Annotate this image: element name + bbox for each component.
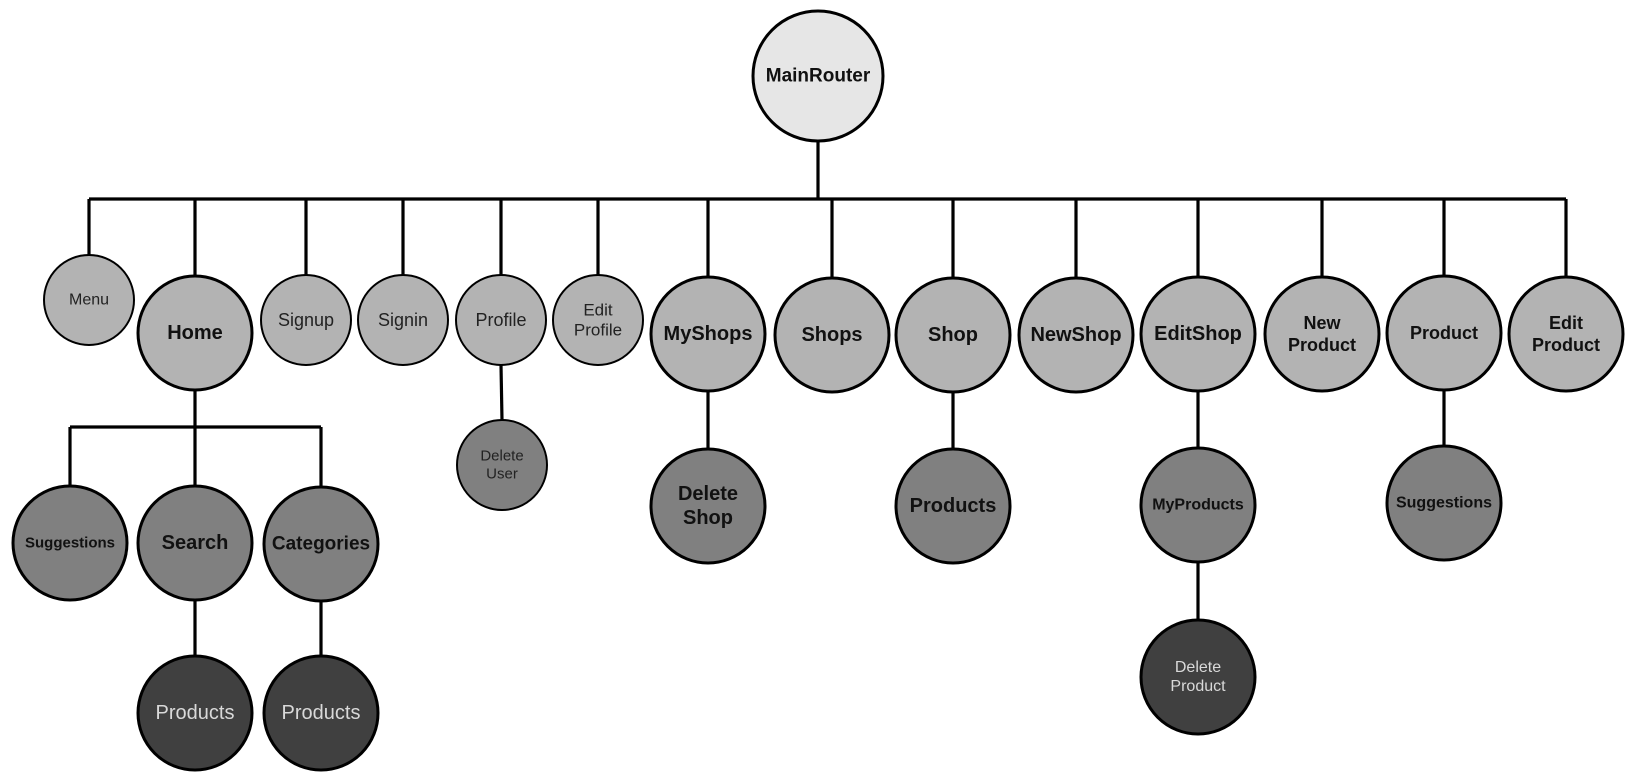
node-signup: Signup <box>260 274 352 366</box>
node-myproducts: MyProducts <box>1139 446 1257 564</box>
node-circle <box>1139 446 1257 564</box>
node-shops: Shops <box>773 276 891 394</box>
node-circle <box>136 274 254 392</box>
node-label: Product <box>1170 678 1226 695</box>
node-circle <box>136 654 254 772</box>
node-label: Suggestions <box>1396 495 1492 512</box>
node-circle <box>1139 618 1257 736</box>
node-label: Shop <box>928 324 978 346</box>
node-label: MyProducts <box>1152 497 1244 514</box>
node-product: Product <box>1385 274 1503 392</box>
node-circle <box>649 275 767 393</box>
node-editshop: EditShop <box>1139 275 1257 393</box>
node-circle <box>260 274 352 366</box>
node-label: Search <box>162 532 229 554</box>
node-circle <box>649 447 767 565</box>
node-circle <box>773 276 891 394</box>
node-label: User <box>486 466 518 483</box>
node-home-suggestions: Suggestions <box>11 484 129 602</box>
node-circle <box>43 254 135 346</box>
node-categories: Categories <box>262 485 380 603</box>
node-label: Signup <box>278 310 334 330</box>
node-label: New <box>1303 313 1341 333</box>
node-circle <box>455 274 547 366</box>
node-circle <box>1385 444 1503 562</box>
node-circle <box>1139 275 1257 393</box>
node-signin: Signin <box>357 274 449 366</box>
node-label: Profile <box>574 321 622 340</box>
node-mainrouter: MainRouter <box>751 9 885 143</box>
node-circle <box>894 276 1012 394</box>
node-menu: Menu <box>43 254 135 346</box>
node-circle <box>262 654 380 772</box>
node-label: Edit <box>583 300 613 319</box>
node-circle <box>136 484 254 602</box>
node-label: Delete <box>678 483 738 505</box>
edge-profile-deleteuser <box>499 364 504 421</box>
node-circle <box>1263 275 1381 393</box>
node-label: Suggestions <box>25 535 115 552</box>
node-product-suggestions: Suggestions <box>1385 444 1503 562</box>
tree-edges <box>68 141 1568 656</box>
node-circle <box>11 484 129 602</box>
node-label: Edit <box>1549 313 1583 333</box>
node-profile: Profile <box>455 274 547 366</box>
node-label: Products <box>910 495 997 517</box>
node-label: Menu <box>69 292 109 309</box>
node-circle <box>1507 275 1625 393</box>
node-label: MyShops <box>664 323 753 345</box>
node-circle <box>552 274 644 366</box>
node-label: Home <box>167 322 223 344</box>
node-label: MainRouter <box>766 66 871 87</box>
node-label: NewShop <box>1030 324 1121 346</box>
node-label: Signin <box>378 310 428 330</box>
node-label: Delete <box>480 448 523 465</box>
node-newshop: NewShop <box>1017 276 1135 394</box>
node-label: Categories <box>272 534 370 555</box>
node-circle <box>262 485 380 603</box>
node-label: Products <box>156 702 235 724</box>
node-circle <box>456 419 548 511</box>
node-label: Product <box>1410 323 1478 343</box>
node-circle <box>1017 276 1135 394</box>
node-label: EditShop <box>1154 323 1242 345</box>
node-label: Shop <box>683 507 733 529</box>
node-categories-products: Products <box>262 654 380 772</box>
node-label: Product <box>1288 335 1356 355</box>
node-circle <box>751 9 885 143</box>
node-search-products: Products <box>136 654 254 772</box>
node-circle <box>1385 274 1503 392</box>
node-search: Search <box>136 484 254 602</box>
node-circle <box>894 447 1012 565</box>
node-myshops: MyShops <box>649 275 767 393</box>
node-label: Delete <box>1175 659 1221 676</box>
node-label: Shops <box>801 324 862 346</box>
node-shop-products: Products <box>894 447 1012 565</box>
node-label: Profile <box>475 310 526 330</box>
node-label: Product <box>1532 335 1600 355</box>
node-label: Products <box>282 702 361 724</box>
node-home: Home <box>136 274 254 392</box>
node-circle <box>357 274 449 366</box>
node-shop: Shop <box>894 276 1012 394</box>
